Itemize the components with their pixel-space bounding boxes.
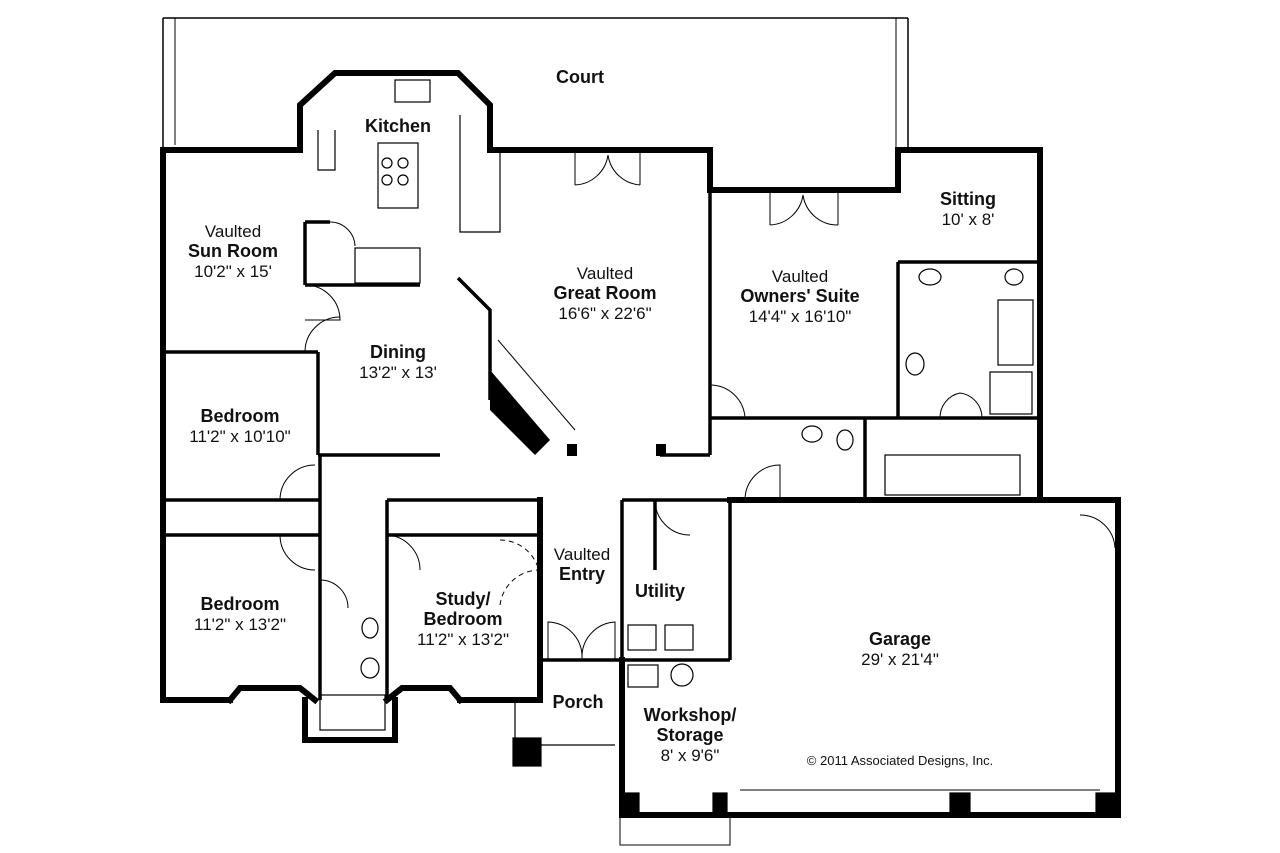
french-door-owners-suite — [769, 190, 804, 226]
label-sitting-size: 10' x 8' — [942, 210, 995, 229]
bath-fixtures — [319, 268, 1034, 731]
label-sitting: Sitting — [940, 189, 996, 209]
court-outline — [162, 17, 909, 165]
label-dining-size: 13'2" x 13' — [359, 363, 437, 382]
sink-icon-3 — [801, 425, 823, 443]
kitchen-island — [377, 142, 419, 209]
label-garage-size: 29' x 21'4" — [861, 650, 939, 669]
label-study-bedroom: Bedroom — [423, 609, 502, 629]
toilet-icon-2 — [1004, 268, 1024, 286]
label-workshop-size: 8' x 9'6" — [661, 746, 720, 765]
label-porch: Porch — [552, 692, 603, 712]
label-owners-suite-size: 14'4" x 16'10" — [749, 307, 852, 326]
label-entry: Entry — [559, 564, 605, 584]
label-utility: Utility — [635, 581, 685, 601]
shower-icon — [989, 371, 1033, 415]
porch-outline — [512, 700, 1119, 816]
water-heater-icon — [627, 664, 659, 688]
sink-icon-4 — [361, 617, 379, 639]
label-entry-prefix: Vaulted — [554, 545, 610, 564]
label-bedroom-2: Bedroom — [200, 594, 279, 614]
toilet-icon-3 — [836, 429, 854, 451]
label-kitchen: Kitchen — [365, 116, 431, 136]
label-study: Study/ — [435, 589, 490, 609]
washer-icon — [627, 624, 657, 651]
label-sun-room-prefix: Vaulted — [205, 222, 261, 241]
copyright-text: © 2011 Associated Designs, Inc. — [807, 753, 993, 768]
label-court: Court — [556, 67, 604, 87]
sink-icon-2 — [905, 352, 925, 376]
french-door-great-room — [574, 150, 609, 186]
label-dining: Dining — [370, 342, 426, 362]
bathtub-icon — [997, 299, 1034, 366]
label-owners-suite-prefix: Vaulted — [772, 267, 828, 286]
exterior-walls — [160, 70, 1121, 818]
label-study-size: 11'2" x 13'2" — [417, 630, 509, 649]
label-great-room: Great Room — [553, 283, 656, 303]
label-bedroom-2-size: 11'2" x 13'2" — [194, 615, 286, 634]
kitchen-fixtures — [317, 79, 501, 284]
label-workshop-storage: Storage — [656, 725, 723, 745]
bathtub-icon-2 — [319, 694, 386, 731]
dryer-icon — [664, 624, 694, 651]
label-workshop: Workshop/ — [644, 705, 737, 725]
label-owners-suite: Owners' Suite — [740, 286, 859, 306]
toilet-icon — [918, 268, 942, 286]
interior-walls — [163, 190, 1040, 700]
label-sun-room: Sun Room — [188, 241, 278, 261]
label-bedroom-1-size: 11'2" x 10'10" — [189, 427, 290, 446]
label-sun-room-size: 10'2" x 15' — [194, 262, 272, 281]
label-garage: Garage — [869, 629, 931, 649]
label-great-room-prefix: Vaulted — [577, 264, 633, 283]
toilet-icon-4 — [360, 657, 380, 679]
pantry-door — [329, 221, 356, 247]
label-great-room-size: 16'6" x 22'6" — [558, 304, 651, 323]
room-labels: Court Kitchen Vaulted Sun Room 10'2" x 1… — [188, 67, 996, 768]
sink-icon — [394, 79, 431, 103]
windows — [164, 151, 1117, 846]
doors — [279, 150, 1116, 660]
fireplace-icon — [490, 339, 666, 456]
label-bedroom-1: Bedroom — [200, 406, 279, 426]
